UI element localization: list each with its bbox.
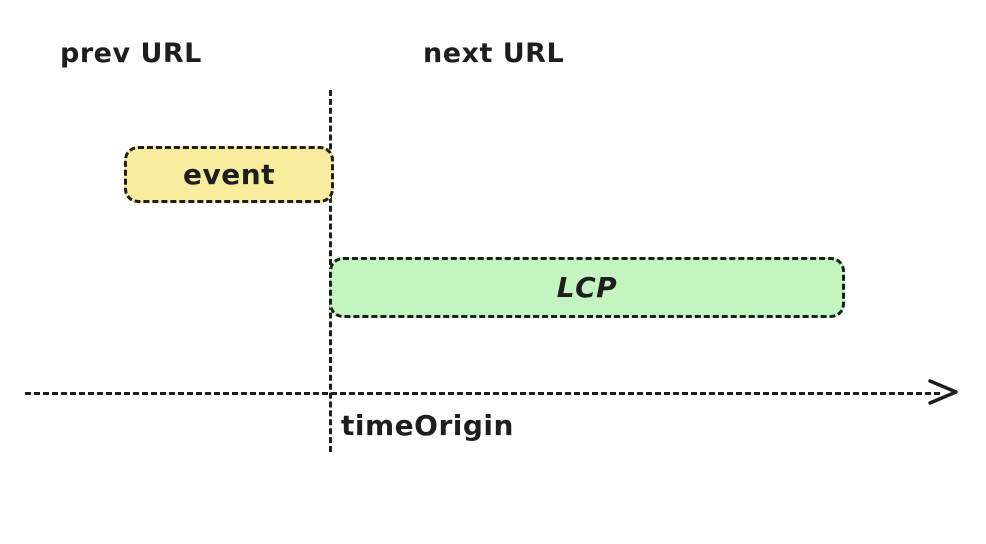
lcp-box: LCP [329,257,845,318]
event-box-label: event [182,158,276,191]
time-origin-label: timeOrigin [341,409,514,442]
prev-url-label: prev URL [60,38,202,69]
timeline-axis-line [25,392,940,395]
next-url-label: next URL [423,38,565,69]
event-box: event [124,146,334,203]
lcp-box-label: LCP [556,271,618,304]
arrow-right-icon [928,379,958,405]
